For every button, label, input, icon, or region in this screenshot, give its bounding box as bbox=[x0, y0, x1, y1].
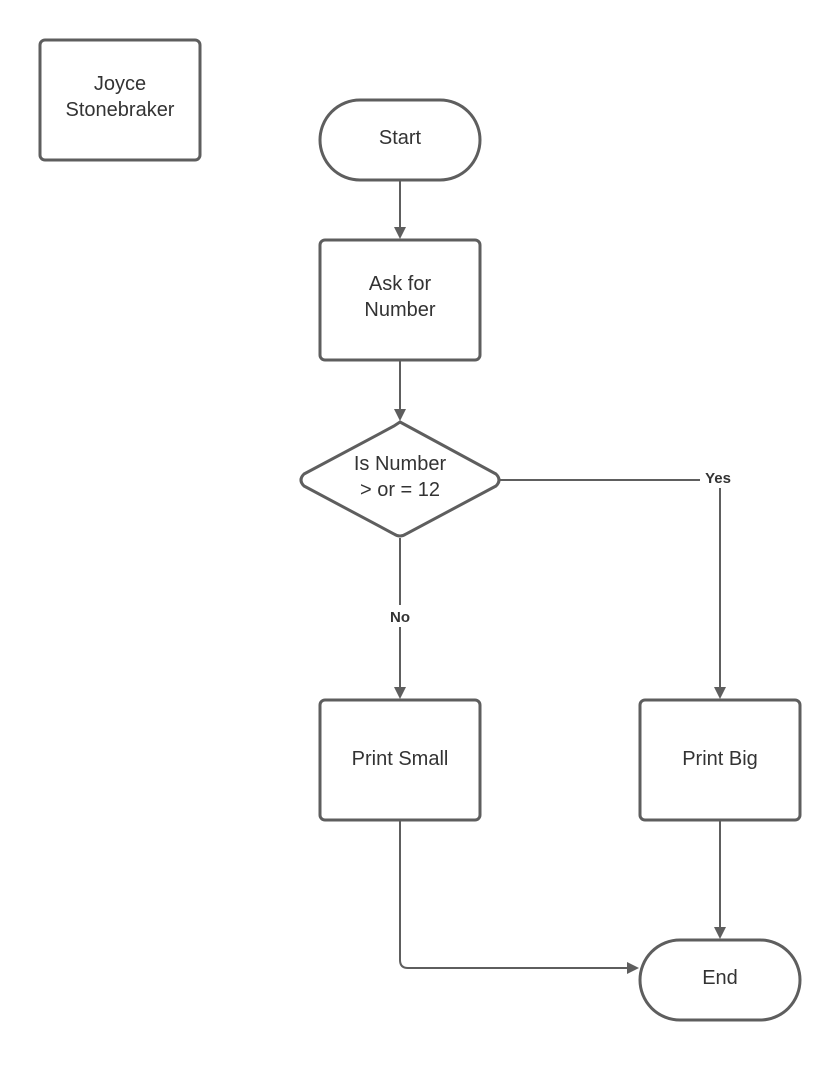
end-label: End bbox=[702, 967, 738, 989]
print-small-process bbox=[318, 698, 482, 822]
node-author: Joyce Stonebraker bbox=[38, 38, 202, 162]
edge-labels: Yes No bbox=[384, 468, 738, 627]
author-box bbox=[38, 38, 202, 162]
node-end: End bbox=[638, 938, 802, 1022]
edge-label-no: No bbox=[390, 609, 410, 626]
ask-process bbox=[318, 238, 482, 362]
start-label: Start bbox=[379, 127, 422, 149]
node-print-big: Print Big bbox=[638, 698, 802, 822]
decision-diamond bbox=[299, 420, 501, 538]
start-terminal bbox=[318, 98, 482, 182]
ask-line-2: Number bbox=[364, 299, 435, 321]
decision-line-1: Is Number bbox=[354, 453, 447, 475]
edge-decision-to-print-big bbox=[498, 479, 726, 699]
node-print-small: Print Small bbox=[318, 698, 482, 822]
edge-print-small-to-end bbox=[399, 820, 639, 974]
print-small-label: Print Small bbox=[352, 748, 449, 770]
node-decision: Is Number > or = 12 bbox=[299, 420, 501, 538]
node-start: Start bbox=[318, 98, 482, 182]
ask-line-1: Ask for bbox=[369, 273, 432, 295]
author-line-2: Stonebraker bbox=[66, 99, 175, 121]
print-big-label: Print Big bbox=[682, 748, 758, 770]
node-ask: Ask for Number bbox=[318, 238, 482, 362]
edge-label-yes: Yes bbox=[705, 470, 731, 487]
print-big-process bbox=[638, 698, 802, 822]
decision-line-2: > or = 12 bbox=[360, 479, 440, 501]
end-terminal bbox=[638, 938, 802, 1022]
author-line-1: Joyce bbox=[94, 73, 146, 95]
